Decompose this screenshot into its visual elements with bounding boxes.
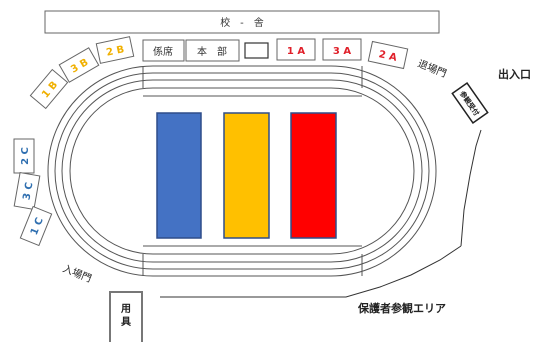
class-tent-3a-label: 3 A	[333, 46, 351, 57]
way-in-out-label: 出入口	[498, 67, 531, 81]
equipment-label-2: 具	[120, 316, 131, 328]
blue-team-block	[156, 112, 202, 239]
track-lane-2	[54, 72, 430, 270]
headquarters-tent: 本 部	[185, 39, 240, 62]
school-building-label: 校 - 舎	[220, 16, 264, 29]
school-building: 校 - 舎	[44, 10, 440, 34]
staff-tent: 係席	[142, 39, 185, 62]
class-tent-2b: 2 B	[95, 36, 135, 64]
class-tent-2a: 2 A	[367, 40, 409, 70]
blank-tent	[244, 42, 269, 59]
red-team-block	[290, 112, 337, 239]
track-lane-inner	[69, 87, 415, 255]
track-lane-3	[61, 79, 423, 263]
class-tent-2c-label: 2 C	[20, 147, 31, 165]
class-tent-1a-label: 1 A	[287, 46, 305, 57]
track-lane-outer	[47, 65, 437, 277]
equipment-label-1: 用	[120, 303, 131, 315]
class-tent-3a: 3 A	[322, 38, 362, 61]
guardian-path	[160, 129, 482, 298]
class-tent-2a-label: 2 A	[378, 49, 398, 64]
entrance-gate-label: 入場門	[61, 262, 94, 285]
class-tent-3b: 3 B	[58, 47, 100, 83]
exit-gate-label: 退場門	[416, 57, 449, 80]
staff-tent-label: 係席	[153, 45, 173, 58]
equipment-shed: 用 具	[109, 291, 143, 342]
class-tent-2c: 2 C	[13, 138, 35, 174]
class-tent-2b-label: 2 B	[105, 44, 125, 59]
yellow-team-block	[223, 112, 270, 239]
class-tent-1a: 1 A	[276, 38, 316, 61]
class-tent-3c-label: 3 C	[22, 182, 36, 201]
class-tent-3c: 3 C	[13, 171, 41, 211]
class-tent-1b: 1 B	[29, 68, 69, 110]
class-tent-1c: 1 C	[19, 205, 53, 247]
headquarters-label: 本 部	[197, 45, 227, 58]
running-track	[47, 65, 437, 277]
reception-tent: 参観受付	[451, 82, 489, 124]
guardian-area-label: 保護者参観エリア	[357, 301, 446, 315]
